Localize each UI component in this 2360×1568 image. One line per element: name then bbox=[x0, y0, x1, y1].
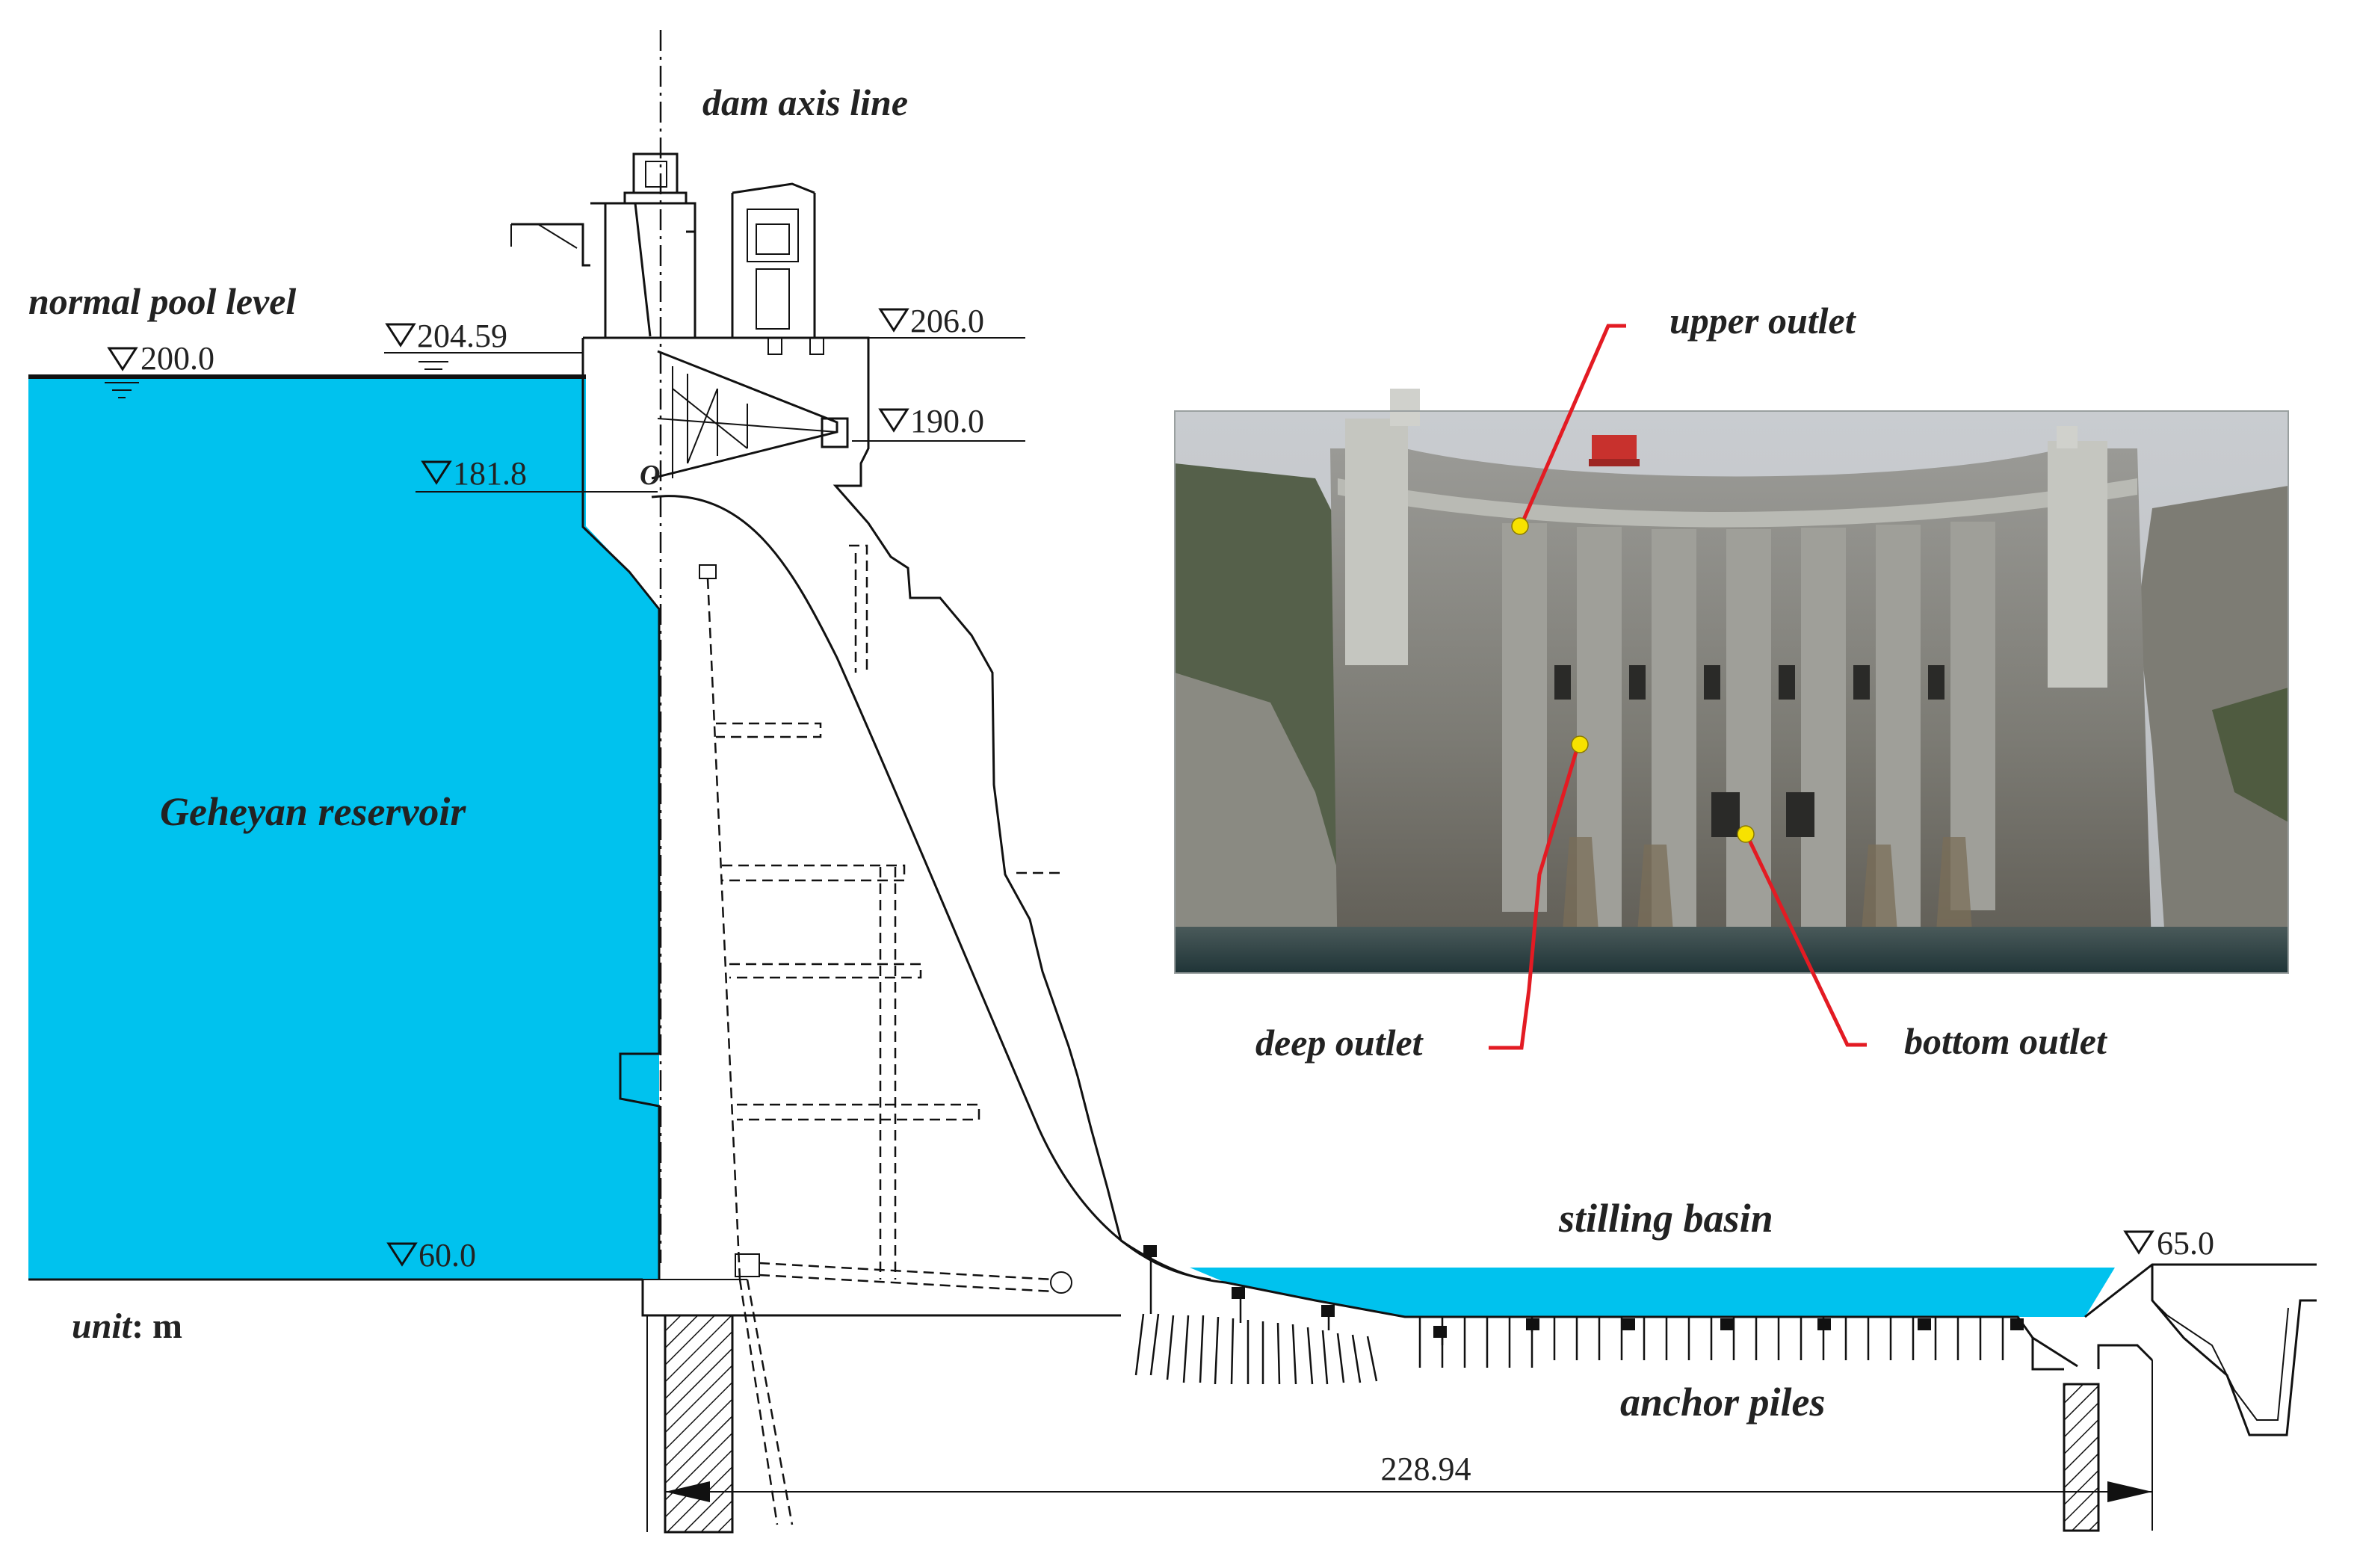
elevation-190: 190.0 bbox=[852, 403, 1025, 442]
dam-photo-inset bbox=[1174, 389, 2289, 974]
triangle-down-icon bbox=[2123, 1230, 2154, 1255]
upper-outlet-callout: upper outlet bbox=[1511, 300, 1857, 535]
anchor-blocks bbox=[1143, 1245, 2024, 1338]
triangle-down-icon bbox=[107, 347, 138, 371]
yellow-dot-icon bbox=[1511, 517, 1529, 535]
elevation-181: 181.8 O bbox=[416, 455, 660, 493]
reservoir-label: Geheyan reservoir bbox=[160, 789, 466, 834]
dimension-label: 228.94 bbox=[1381, 1451, 1471, 1487]
anchor-piles-label: anchor piles bbox=[1620, 1380, 1826, 1425]
anchor-piles bbox=[1134, 1256, 2004, 1385]
reservoir-water bbox=[28, 374, 659, 1281]
deep-outlet-label: deep outlet bbox=[1255, 1022, 1424, 1064]
bottom-outlet-callout: bottom outlet bbox=[1737, 825, 2108, 1062]
svg-text:181.8: 181.8 bbox=[453, 455, 527, 492]
svg-text:206.0: 206.0 bbox=[910, 303, 984, 339]
dam-body bbox=[581, 336, 1211, 1317]
svg-text:200.0: 200.0 bbox=[140, 340, 214, 377]
yellow-dot-icon bbox=[1571, 735, 1589, 753]
normal-pool-label: normal pool level bbox=[28, 280, 296, 322]
water-level-icon bbox=[105, 382, 139, 398]
svg-text:204.59: 204.59 bbox=[417, 318, 507, 354]
elevation-65: 65.0 bbox=[2123, 1225, 2214, 1262]
triangle-down-icon bbox=[386, 1242, 418, 1267]
elevation-pool: 200.0 bbox=[105, 340, 214, 398]
basin-length-dimension: 228.94 bbox=[665, 1451, 2152, 1502]
svg-text:60.0: 60.0 bbox=[418, 1237, 476, 1274]
stilling-basin-label: stilling basin bbox=[1558, 1196, 1773, 1241]
dam-axis-label: dam axis line bbox=[702, 81, 908, 123]
yellow-dot-icon bbox=[1737, 825, 1755, 843]
triangle-down-icon bbox=[878, 308, 909, 333]
elevation-204: 204.59 bbox=[384, 318, 583, 370]
triangle-down-icon bbox=[385, 323, 416, 348]
bottom-outlet-label: bottom outlet bbox=[1904, 1020, 2108, 1062]
deep-outlet-callout: deep outlet bbox=[1255, 735, 1589, 1064]
unit-label: unit: m bbox=[72, 1306, 182, 1346]
elevation-206: 206.0 bbox=[868, 303, 1025, 339]
triangle-down-icon bbox=[421, 460, 452, 485]
svg-text:190.0: 190.0 bbox=[910, 403, 984, 439]
point-o-label: O bbox=[640, 460, 660, 491]
internal-galleries bbox=[699, 544, 1072, 1525]
foundation-hatch bbox=[646, 1314, 2100, 1534]
upper-outlet-label: upper outlet bbox=[1669, 300, 1857, 342]
triangle-down-icon bbox=[878, 408, 909, 433]
gate-structures bbox=[510, 30, 849, 1263]
svg-text:65.0: 65.0 bbox=[2157, 1225, 2214, 1262]
elevation-60: 60.0 bbox=[386, 1237, 476, 1274]
